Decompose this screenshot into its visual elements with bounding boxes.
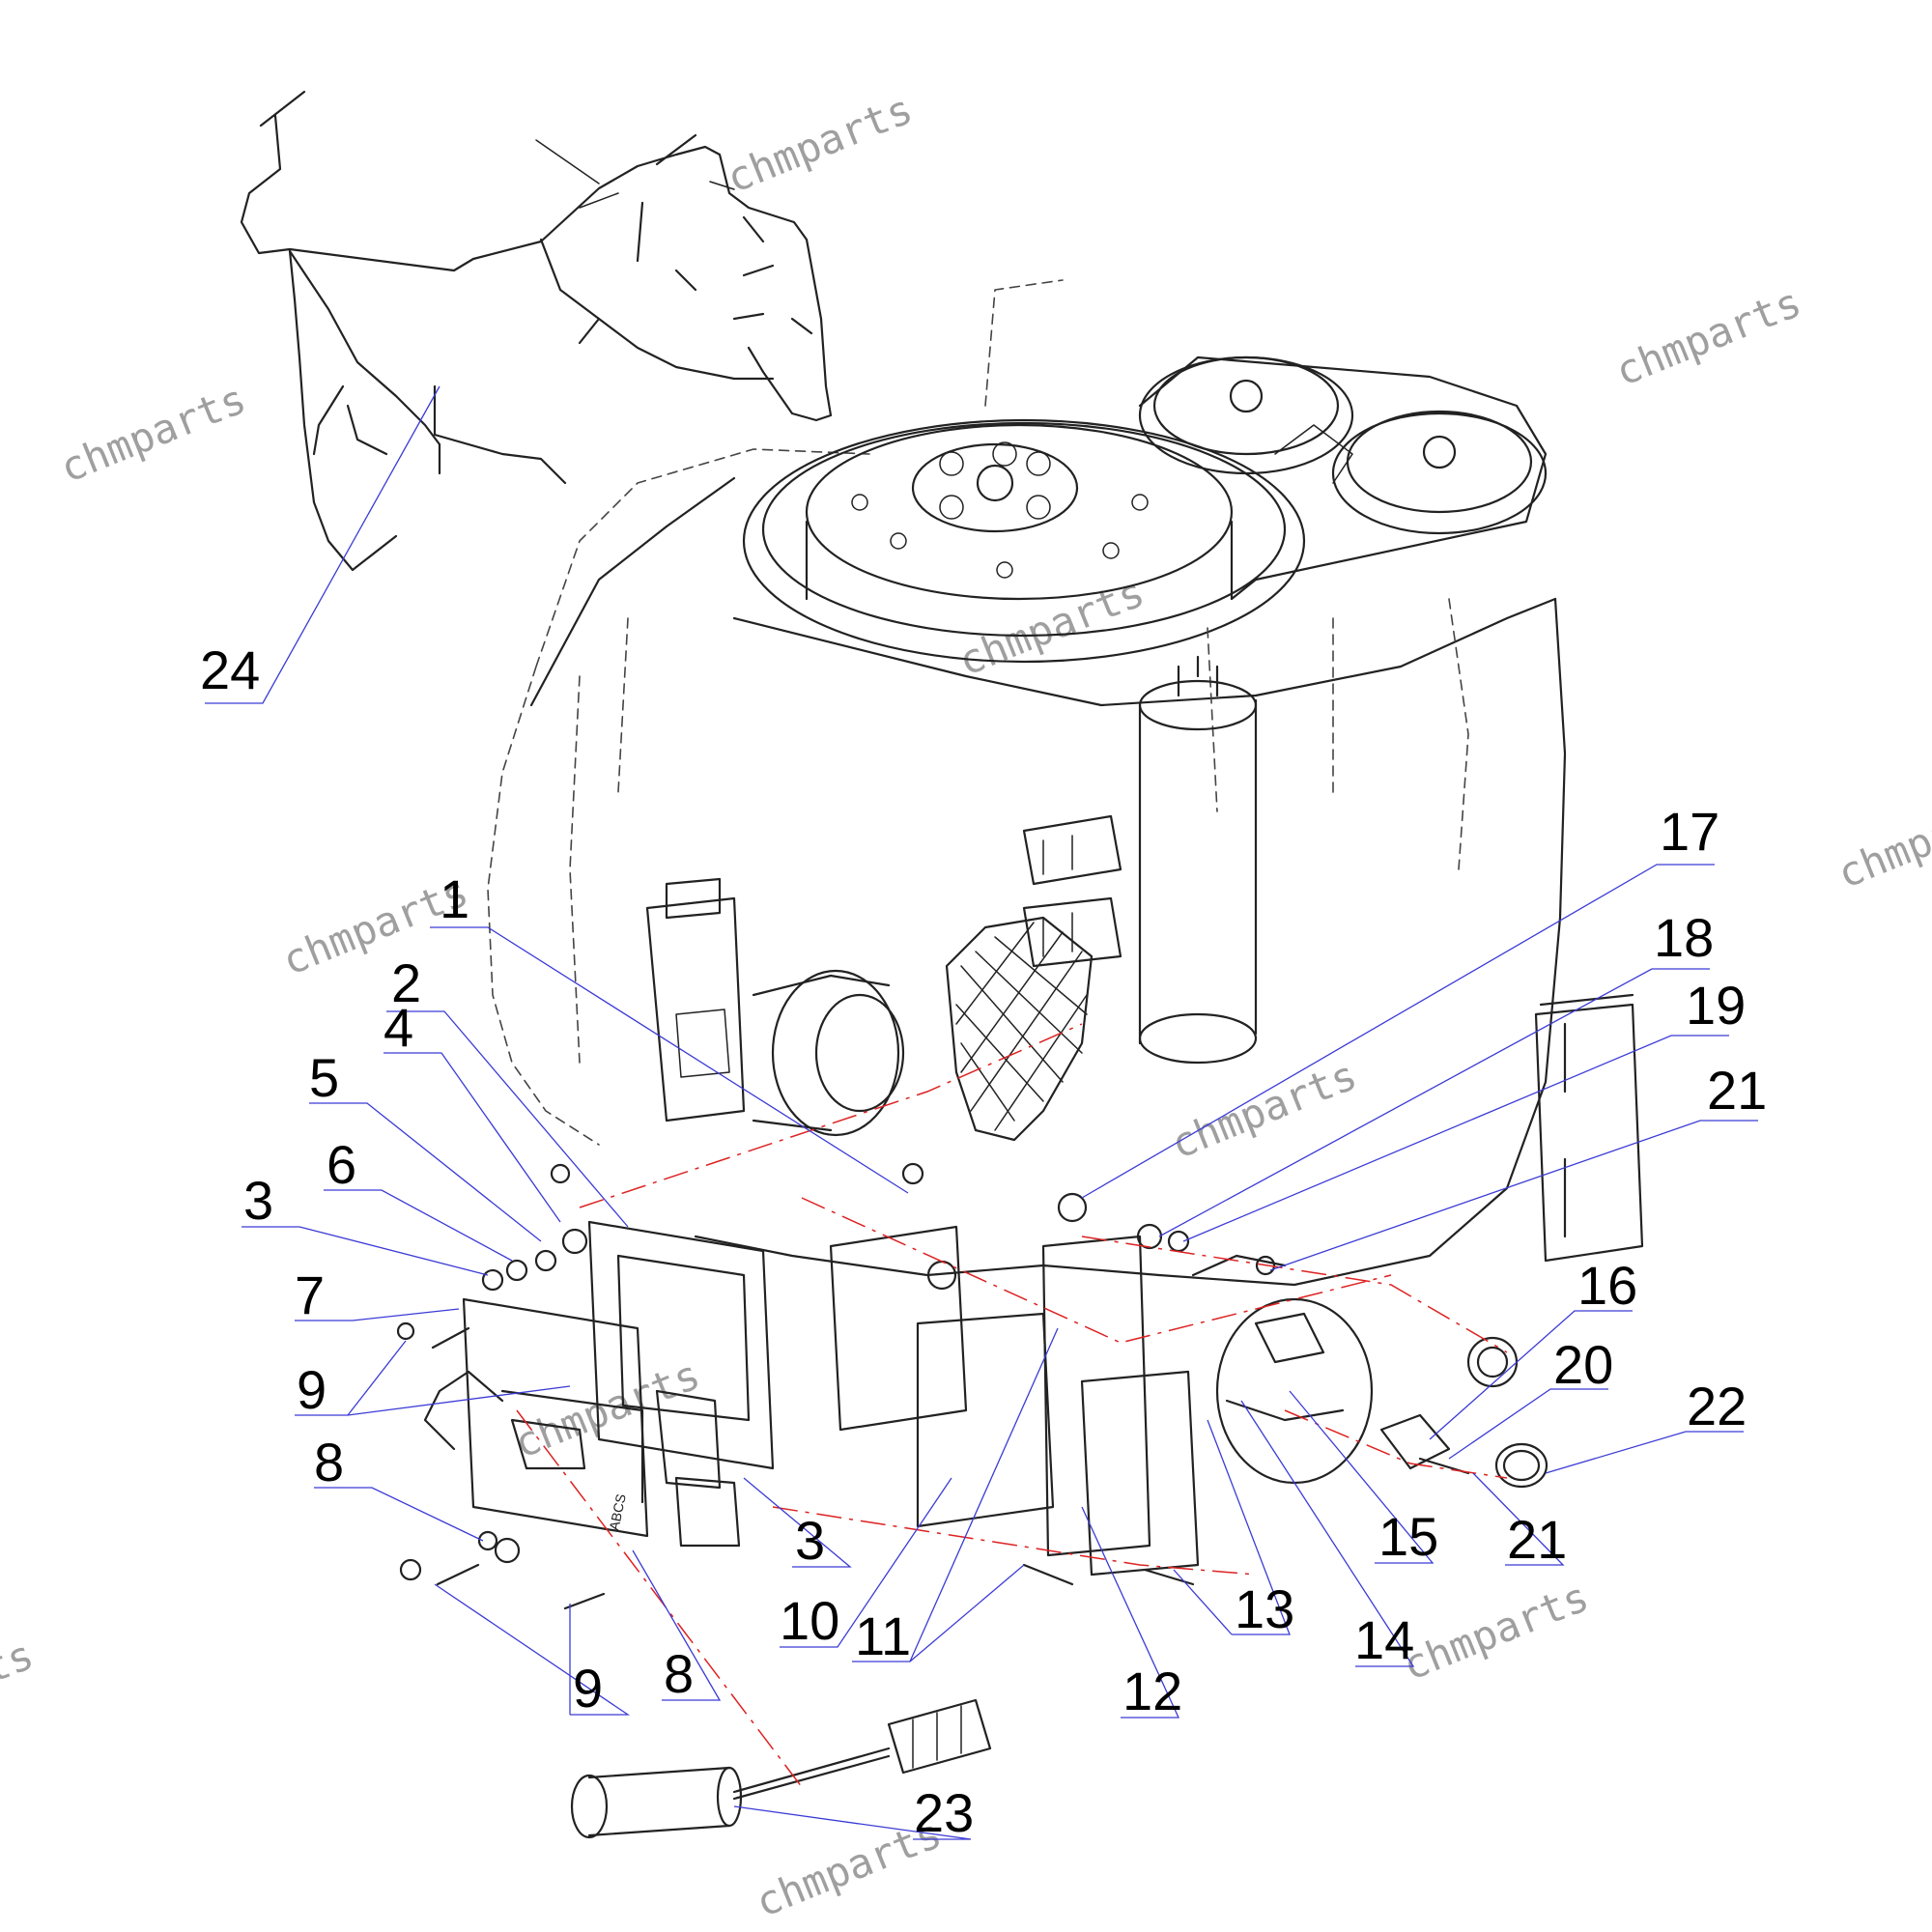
callout-labels: 24 1 2 5 4 6 3 7 9 8 17 18 19 21 16 20 2… <box>200 639 1767 1843</box>
callout-8: 8 <box>664 1643 694 1704</box>
callout-15: 15 <box>1378 1506 1438 1567</box>
watermark: chmparts <box>1608 278 1807 395</box>
callout-2: 2 <box>391 952 421 1013</box>
callout-13: 13 <box>1235 1578 1294 1639</box>
callout-12: 12 <box>1122 1661 1182 1721</box>
callout-21: 21 <box>1507 1509 1567 1570</box>
callout-24: 24 <box>200 639 260 700</box>
callout-10: 10 <box>780 1590 839 1651</box>
sensor-23-drawing <box>570 1698 992 1839</box>
callout-19: 19 <box>1686 975 1746 1036</box>
watermark: chmparts <box>53 375 252 492</box>
callout-20: 20 <box>1553 1334 1613 1395</box>
callout-14: 14 <box>1354 1609 1414 1670</box>
watermark: chmparts <box>1831 781 1932 897</box>
callout-1: 1 <box>440 868 469 929</box>
callout-9: 9 <box>297 1359 327 1420</box>
camshaft-pulleys-drawing <box>1138 355 1548 601</box>
callout-22: 22 <box>1687 1376 1747 1436</box>
callout-11: 11 <box>855 1605 911 1666</box>
watermark: chmparts <box>0 1631 40 1747</box>
callout-7: 7 <box>295 1264 325 1325</box>
leader-lines <box>205 385 1758 1840</box>
callout-9: 9 <box>573 1658 603 1719</box>
callout-3: 3 <box>243 1170 273 1231</box>
engine-block-drawing <box>487 279 1644 1577</box>
callout-18: 18 <box>1654 907 1714 968</box>
callout-4: 4 <box>384 997 413 1058</box>
flywheel-drawing <box>742 418 1306 664</box>
watermark: chmparts <box>1396 1573 1595 1690</box>
centerlines <box>516 1023 1508 1788</box>
watermark: chmparts <box>952 568 1151 685</box>
module-label: ABCS <box>606 1492 629 1532</box>
watermarks: chmparts chmparts chmparts chmparts chmp… <box>0 85 1932 1926</box>
callout-17: 17 <box>1660 801 1719 862</box>
watermark: chmparts <box>720 85 919 202</box>
control-module-drawing: ABCS <box>396 1162 1470 1610</box>
callout-6: 6 <box>327 1134 356 1195</box>
watermark: chmparts <box>507 1350 706 1467</box>
callout-5: 5 <box>309 1047 339 1108</box>
callout-21: 21 <box>1707 1060 1767 1121</box>
callout-23: 23 <box>914 1782 974 1843</box>
watermark: chmparts <box>1164 1051 1363 1168</box>
callout-3: 3 <box>795 1510 825 1571</box>
callout-16: 16 <box>1577 1255 1637 1316</box>
callout-8: 8 <box>314 1432 344 1492</box>
wiring-harness-drawing <box>240 90 833 572</box>
